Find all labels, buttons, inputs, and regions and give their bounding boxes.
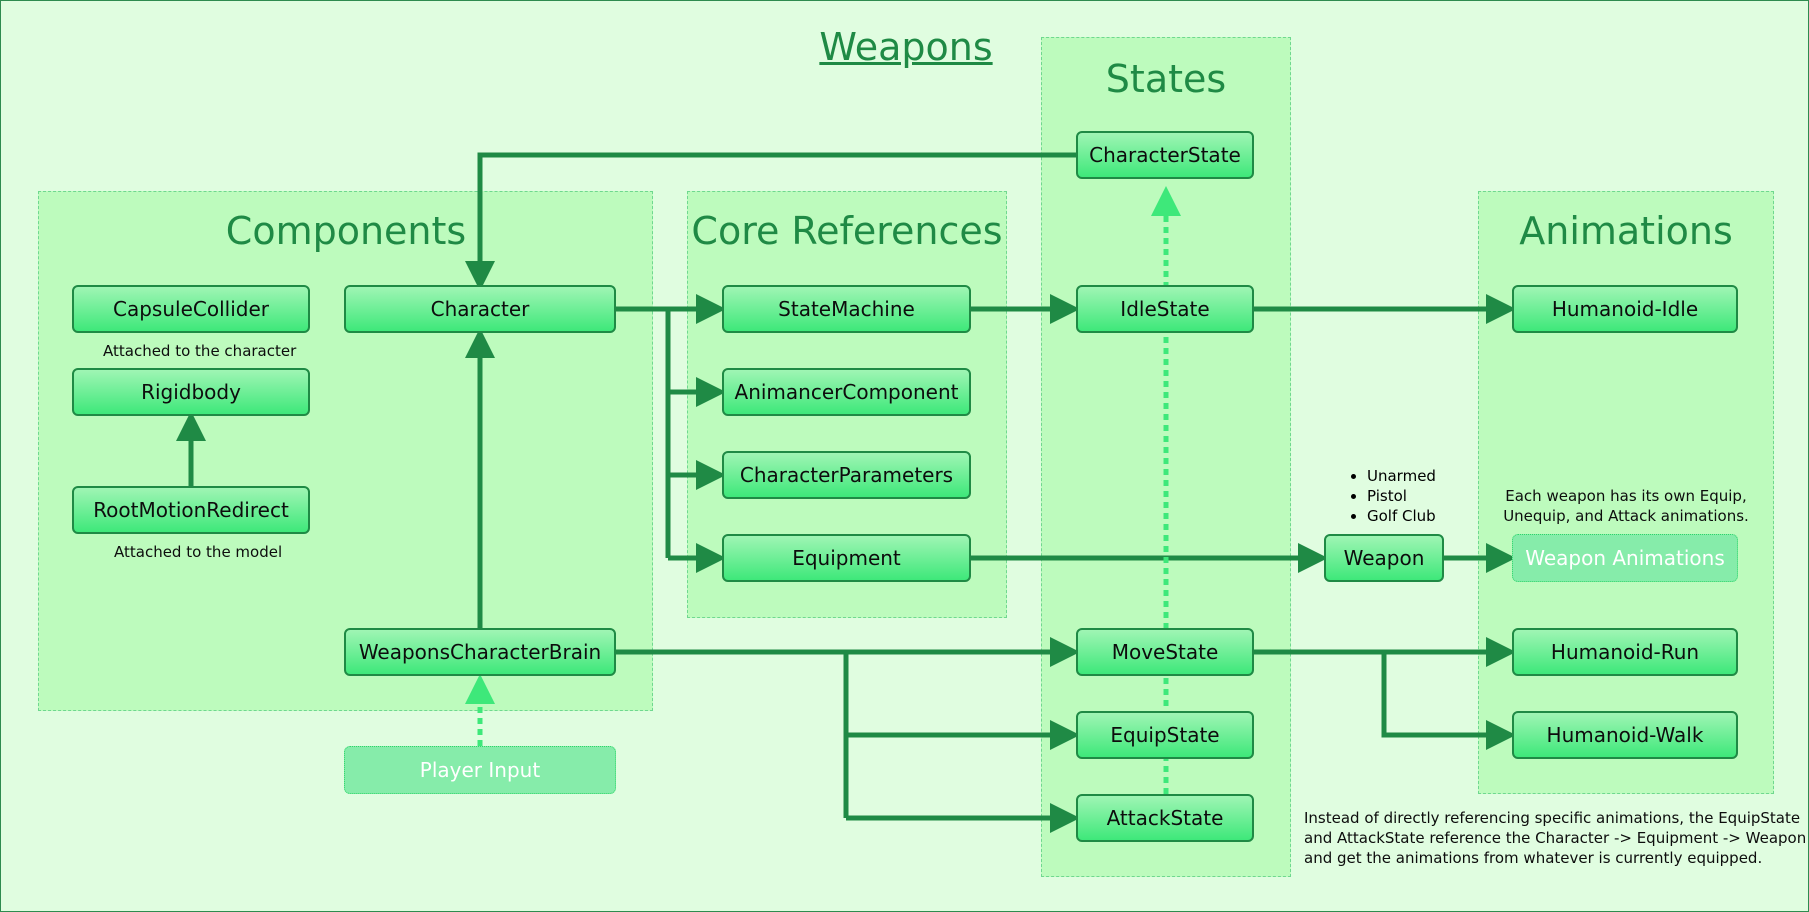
states-title: States <box>1105 57 1227 101</box>
player-input-node: Player Input <box>344 746 616 794</box>
rigidbody-node: Rigidbody <box>72 368 310 416</box>
animations-title: Animations <box>1519 209 1733 253</box>
characterparameters-node: CharacterParameters <box>722 451 971 499</box>
attached-to-model-note: Attached to the model <box>114 543 283 561</box>
footer-note-line1: Instead of directly referencing specific… <box>1304 809 1801 827</box>
rootmotionredirect-node: RootMotionRedirect <box>72 486 310 534</box>
movestate-node: MoveState <box>1076 628 1254 676</box>
equipment-node: Equipment <box>722 534 971 582</box>
connector-characterstate-to-character <box>465 152 1077 292</box>
footer-note-line3: and get the animations from whatever is … <box>1304 849 1763 867</box>
weapon-node: Weapon <box>1324 534 1444 582</box>
weapon-type-item: Golf Club <box>1367 506 1436 526</box>
footer-note-line2: and AttackState reference the Character … <box>1304 829 1807 847</box>
weaponscharacterbrain-node: WeaponsCharacterBrain <box>344 628 616 676</box>
idlestate-node: IdleState <box>1076 285 1254 333</box>
humanoid-walk-node: Humanoid-Walk <box>1512 711 1738 759</box>
humanoid-run-node: Humanoid-Run <box>1512 628 1738 676</box>
weapon-animations-note-line1: Each weapon has its own Equip, <box>1505 487 1747 505</box>
core-references-title: Core References <box>691 209 1003 253</box>
characterstate-node: CharacterState <box>1076 131 1254 179</box>
components-group <box>38 191 653 711</box>
weapon-type-item: Unarmed <box>1367 466 1436 486</box>
connector-walk-trunk <box>1381 652 1517 750</box>
capsulecollider-node: CapsuleCollider <box>72 285 310 333</box>
weapon-type-item: Pistol <box>1367 486 1436 506</box>
animancercomponent-node: AnimancerComponent <box>722 368 971 416</box>
statemachine-node: StateMachine <box>722 285 971 333</box>
equipstate-node: EquipState <box>1076 711 1254 759</box>
attached-to-character-note: Attached to the character <box>103 342 297 360</box>
humanoid-idle-node: Humanoid-Idle <box>1512 285 1738 333</box>
character-node: Character <box>344 285 616 333</box>
weapon-type-list: Unarmed Pistol Golf Club <box>1337 466 1436 526</box>
weapon-animations-node: Weapon Animations <box>1512 534 1738 582</box>
attackstate-node: AttackState <box>1076 794 1254 842</box>
weapon-animations-note-line2: Unequip, and Attack animations. <box>1503 507 1749 525</box>
diagram-title: Weapons <box>819 25 993 69</box>
components-title: Components <box>225 209 467 253</box>
